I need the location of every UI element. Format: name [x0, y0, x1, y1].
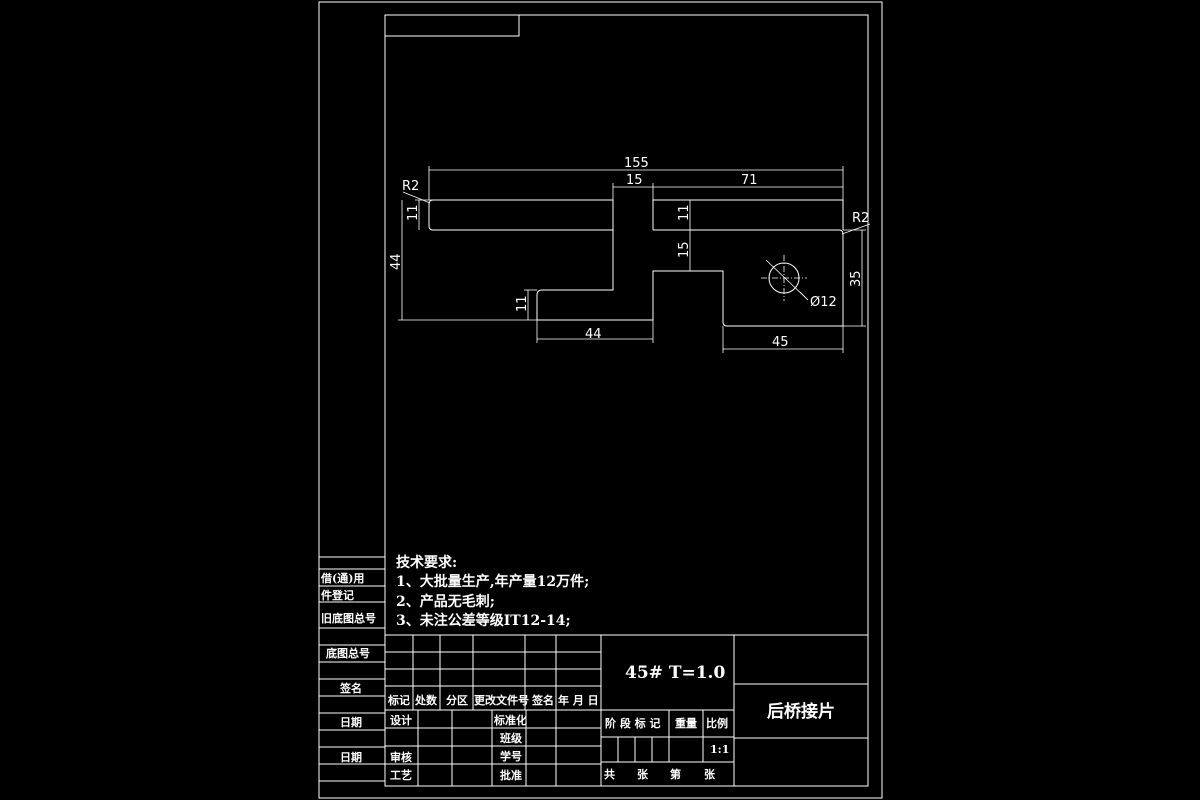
row-label-class: 班级: [500, 731, 523, 745]
scale-header: 比例: [706, 716, 728, 730]
dim-44-bottom: 44: [585, 327, 602, 342]
drawing-frame: [384, 14, 869, 787]
dim-r2-right: R2: [852, 211, 869, 226]
row-label-standard: 标准化: [493, 713, 527, 727]
row-label-student-id: 学号: [500, 749, 522, 763]
side-label-5: 签名: [339, 681, 362, 695]
dim-11-left: 11: [406, 204, 421, 221]
dimension-texts: 155 15 71 R2 R2 11 44 11 15 35 Ø12 11 44…: [389, 156, 869, 350]
dim-44-left: 44: [389, 253, 404, 270]
row-label-process: 工艺: [390, 768, 412, 782]
dim-35: 35: [849, 270, 864, 287]
part-name: 后桥接片: [767, 701, 835, 722]
side-label-6: 日期: [340, 715, 362, 729]
tech-req-item-3: 3、未注公差等级IT12-14;: [396, 612, 571, 629]
rev-header-6: 年 月 日: [558, 693, 599, 707]
sheet-unit-2: 张: [704, 767, 716, 781]
row-label-approve: 批准: [500, 768, 522, 782]
side-label-7: 日期: [340, 750, 362, 764]
row-label-review: 审核: [390, 750, 412, 764]
dimension-lines: [398, 166, 871, 353]
tech-req-item-2: 2、产品无毛刺;: [396, 593, 495, 610]
dim-15-top: 15: [626, 173, 643, 188]
dim-45-bottom: 45: [772, 335, 789, 350]
title-block: 45# T=1.0 后桥接片 标记 处数 分区 更改文件号 签名 年 月 日 设…: [385, 634, 868, 786]
weight-header: 重量: [675, 716, 697, 730]
rev-header-1: 标记: [387, 693, 410, 707]
dim-15-mid: 15: [677, 241, 692, 258]
side-panel: 借(通)用 件登记 旧底图总号 底图总号 签名 日期 日期: [319, 556, 385, 782]
drawing-number-box: [384, 14, 520, 37]
dim-155: 155: [624, 156, 649, 171]
material-spec: 45# T=1.0: [625, 663, 725, 683]
sheet-outer-border: [318, 1, 883, 799]
row-label-design: 设计: [390, 713, 412, 727]
technical-requirements: 技术要求: 1、大批量生产,年产量12万件; 2、产品无毛刺; 3、未注公差等级…: [396, 554, 589, 629]
tech-req-item-1: 1、大批量生产,年产量12万件;: [396, 573, 589, 590]
dim-11-mid: 11: [677, 204, 692, 221]
sheet-unit-1: 张: [637, 767, 649, 781]
dim-hole: Ø12: [810, 295, 837, 310]
side-label-1: 借(通)用: [320, 571, 364, 585]
stage-header: 阶 段 标 记: [605, 716, 661, 730]
rev-header-2: 处数: [414, 693, 438, 707]
sheet-total: 共: [604, 767, 615, 781]
tech-req-heading: 技术要求:: [396, 554, 457, 571]
hole-feature: [761, 255, 809, 301]
side-label-4: 底图总号: [326, 646, 370, 660]
dim-r2-left: R2: [402, 179, 419, 194]
dim-11-bottom: 11: [515, 295, 530, 312]
side-label-3: 旧底图总号: [321, 611, 376, 625]
rev-header-5: 签名: [531, 693, 554, 707]
scale-value: 1:1: [710, 743, 729, 756]
sheet-number: 第: [670, 767, 681, 781]
side-label-2: 件登记: [321, 588, 354, 602]
dim-71: 71: [741, 173, 758, 188]
rev-header-4: 更改文件号: [474, 693, 529, 707]
rev-header-3: 分区: [446, 693, 468, 707]
